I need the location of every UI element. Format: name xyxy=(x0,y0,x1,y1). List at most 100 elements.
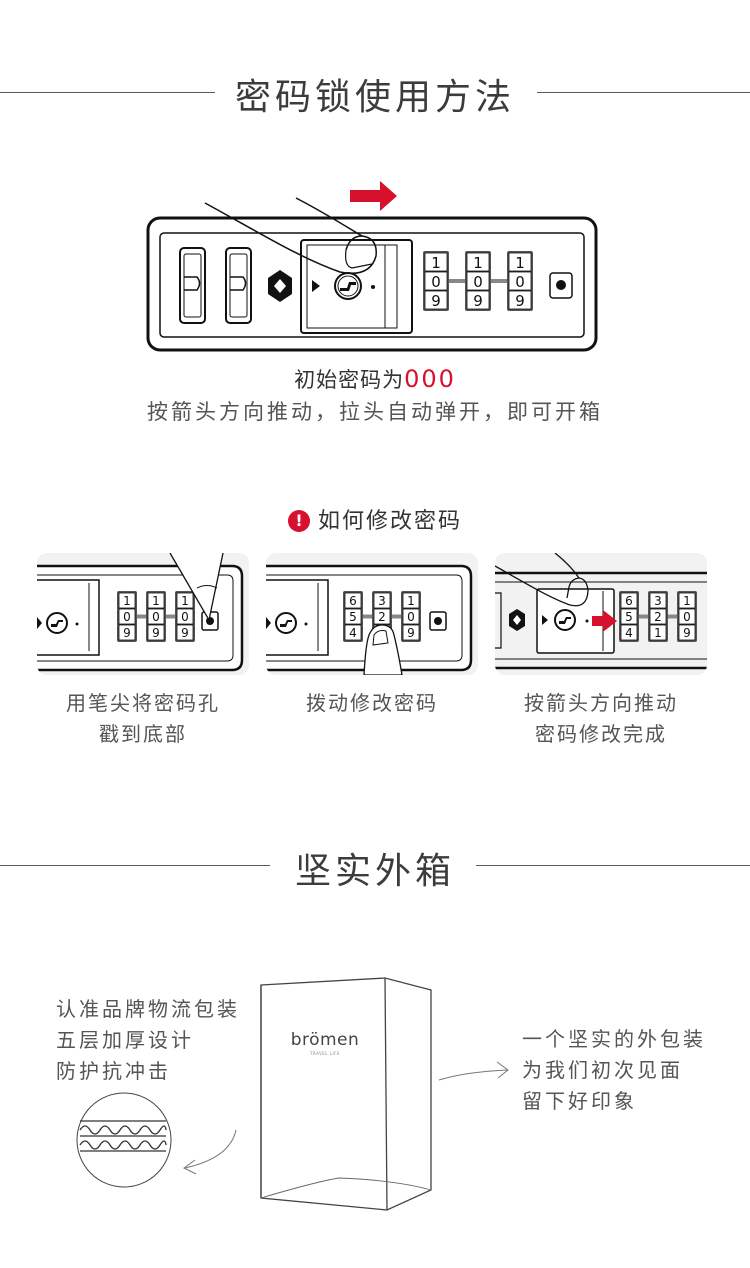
wheel-digit: 1 xyxy=(473,254,483,272)
wheel-digit-cell[interactable] xyxy=(678,592,696,609)
wheel-digit-cell[interactable] xyxy=(649,592,667,609)
wheel-digit-cell[interactable] xyxy=(466,271,490,291)
wheel-link xyxy=(491,279,507,283)
wheel-digit-cell[interactable] xyxy=(508,290,532,310)
wheel-digit-cell[interactable] xyxy=(402,608,420,625)
wheel-digit-cell[interactable] xyxy=(508,252,532,272)
reset-hole-icon xyxy=(549,272,573,299)
wheel-digit-cell[interactable] xyxy=(373,608,391,625)
wheel-digit: 0 xyxy=(473,273,483,291)
wheel-digit-cell[interactable] xyxy=(344,592,362,609)
wheel-digit: 4 xyxy=(625,626,633,640)
wheel-digit-cell[interactable] xyxy=(678,624,696,641)
wheel-digit: 1 xyxy=(123,594,131,608)
howto-heading: !如何修改密码 xyxy=(0,503,750,535)
wheel-digit: 3 xyxy=(654,594,662,608)
zipper-slot-right xyxy=(225,247,252,324)
wheel-digit: 0 xyxy=(181,610,189,624)
wheel-digit-cell[interactable] xyxy=(118,608,136,625)
wheel-digit: 0 xyxy=(152,610,160,624)
note-line: 防护抗冲击 xyxy=(56,1059,171,1083)
wheel-digit-cell[interactable] xyxy=(620,592,638,609)
wheel-link xyxy=(137,614,146,619)
wheel-digit-cell[interactable] xyxy=(344,608,362,625)
wheel-digit-cell[interactable] xyxy=(424,271,448,291)
wheel-digit: 9 xyxy=(123,626,131,640)
push-arrow-icon xyxy=(592,610,617,632)
wheel-digit: 1 xyxy=(431,254,441,272)
wheel-digit-cell[interactable] xyxy=(176,592,194,609)
wheel-digit-cell[interactable] xyxy=(147,608,165,625)
wheel-digit: 9 xyxy=(473,292,483,310)
curved-arrow-icon xyxy=(184,1129,237,1169)
wheel-digit: 2 xyxy=(378,610,386,624)
wheel-digit-cell[interactable] xyxy=(424,252,448,272)
tsa-diamond-icon xyxy=(509,609,525,631)
wheel-digit-cell[interactable] xyxy=(424,290,448,310)
wheel-digit-cell[interactable] xyxy=(373,592,391,609)
keyhole-icon xyxy=(334,272,362,300)
exclamation-icon: ! xyxy=(287,510,310,532)
caption-line: 戳到底部 xyxy=(99,722,187,746)
wheel-digit-cell[interactable] xyxy=(147,624,165,641)
wheel-digit-cell[interactable] xyxy=(620,624,638,641)
wheel-digit-cell[interactable] xyxy=(620,608,638,625)
caption-line: 密码修改完成 xyxy=(535,722,667,746)
wheel-digit: 2 xyxy=(654,610,662,624)
section-title-sturdy-box: 坚实外箱 xyxy=(294,851,455,892)
finger-icon xyxy=(495,565,589,607)
wheel-digit: 1 xyxy=(152,594,160,608)
title-rule-right xyxy=(537,92,750,93)
step-caption-3: 按箭头方向推动 密码修改完成 xyxy=(486,688,716,750)
wheel-digit-cell[interactable] xyxy=(402,624,420,641)
wheel-digit: 1 xyxy=(407,594,415,608)
wheel-digit: 1 xyxy=(654,626,662,640)
wheel-digit: 0 xyxy=(407,610,415,624)
note-line: 五层加厚设计 xyxy=(56,1028,194,1052)
wheel-digit-cell[interactable] xyxy=(649,608,667,625)
wheel-digit: 9 xyxy=(152,626,160,640)
wheel-digit-cell[interactable] xyxy=(147,592,165,609)
wheel-digit: 4 xyxy=(349,626,357,640)
wheel-digit: 1 xyxy=(683,594,691,608)
zipper-slot-left xyxy=(179,247,206,324)
initial-code-label: 初始密码为 xyxy=(294,368,405,392)
initial-code-value: 000 xyxy=(404,365,456,393)
wheel-digit-cell[interactable] xyxy=(508,271,532,291)
wheel-digit: 6 xyxy=(625,594,633,608)
title-rule-left xyxy=(0,865,270,866)
wheel-link xyxy=(363,614,372,619)
wheel-digit: 9 xyxy=(181,626,189,640)
packaging-note-left: 认准品牌物流包装 五层加厚设计 防护抗冲击 xyxy=(56,994,240,1087)
pen-tip-icon xyxy=(169,553,224,622)
push-arrow-icon xyxy=(350,181,397,211)
wheel-digit-cell[interactable] xyxy=(176,608,194,625)
wheel-digit: 0 xyxy=(431,273,441,291)
section-title-lock-usage: 密码锁使用方法 xyxy=(234,77,515,118)
wheel-digit: 9 xyxy=(407,626,415,640)
shipping-box-illustration xyxy=(260,977,432,1211)
initial-code-line: 初始密码为000 xyxy=(0,364,750,394)
note-line: 为我们初次见面 xyxy=(522,1058,683,1082)
note-line: 留下好印象 xyxy=(522,1089,637,1113)
wheel-digit: 5 xyxy=(625,610,633,624)
wheel-link xyxy=(639,614,648,619)
wheel-digit-cell[interactable] xyxy=(402,592,420,609)
wheel-digit-cell[interactable] xyxy=(344,624,362,641)
wheel-digit-cell[interactable] xyxy=(466,290,490,310)
wheel-digit-cell[interactable] xyxy=(118,592,136,609)
caption-line: 用笔尖将密码孔 xyxy=(66,691,220,715)
brand-logo: brömen xyxy=(290,1030,360,1050)
wheel-link xyxy=(668,614,677,619)
wheel-digit-cell[interactable] xyxy=(649,624,667,641)
wheel-digit-cell[interactable] xyxy=(678,608,696,625)
wheel-digit-cell[interactable] xyxy=(176,624,194,641)
wheel-digit-cell[interactable] xyxy=(118,624,136,641)
wheel-digit-cell[interactable] xyxy=(466,252,490,272)
